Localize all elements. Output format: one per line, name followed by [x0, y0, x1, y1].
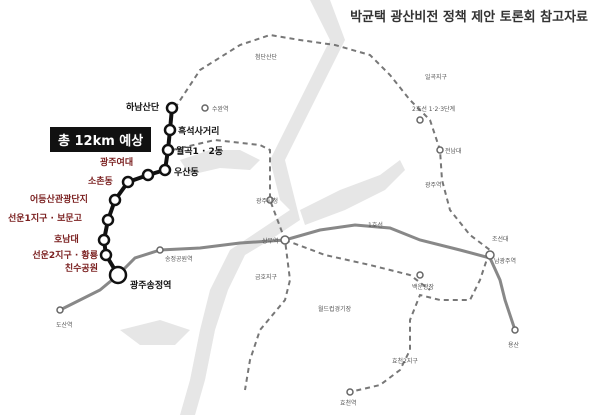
label-namgwangju: 남광주역	[494, 258, 517, 265]
label-line1: 1호선	[368, 222, 383, 229]
label-gwangju-station: 광주역	[425, 182, 442, 189]
other-stations	[56, 104, 519, 396]
label-sangmu: 상무역	[262, 238, 279, 245]
station-heukseok: 흑석사거리	[178, 127, 220, 137]
label-jeonnam: 전남대	[445, 148, 462, 155]
station-sochon: 소촌동	[88, 177, 113, 187]
map-title: 박균택 광산비전 정책 제안 토론회 참고자료	[350, 10, 588, 25]
proposed-stations	[97, 101, 179, 285]
label-suwan: 수완역	[212, 106, 229, 113]
label-cityhall: 광주시청	[256, 198, 279, 205]
station-honam-univ: 호남대	[54, 235, 79, 245]
station-wolgok: 월곡1 · 2동	[176, 147, 224, 157]
label-yongsan: 용산	[508, 342, 520, 349]
station-gwangju-womens: 광주여대	[100, 158, 134, 168]
label-hyocheon-station: 효천역	[340, 400, 357, 407]
label-worldcup: 월드컵경기장	[318, 306, 352, 313]
label-ilgok: 일곡지구	[425, 74, 448, 81]
station-hanam: 하남산단	[126, 103, 160, 113]
river	[120, 0, 405, 415]
station-seonun2: 선운2지구 · 황룡친수공원	[32, 251, 98, 274]
distance-badge: 총 12km 예상	[50, 127, 152, 152]
label-baekun: 백운광장	[412, 284, 435, 291]
station-usan: 우산동	[174, 168, 199, 178]
label-cheomdan: 첨단산단	[255, 54, 278, 61]
label-songjeong-park: 송정공원역	[165, 256, 193, 263]
line2-south-route	[284, 239, 431, 291]
label-hyocheon: 효천2지구	[392, 358, 418, 365]
station-seonun1: 선운1지구 · 보문고	[8, 214, 82, 224]
label-geumho: 금호지구	[255, 274, 278, 281]
label-line2: 2호선 1·2·3단계	[412, 106, 456, 113]
label-dosan: 도산역	[56, 322, 73, 329]
station-eodeungsan: 어등산관광단지	[30, 195, 88, 205]
label-joseondae: 조선대	[492, 236, 509, 243]
station-songjeong: 광주송정역	[130, 281, 172, 291]
